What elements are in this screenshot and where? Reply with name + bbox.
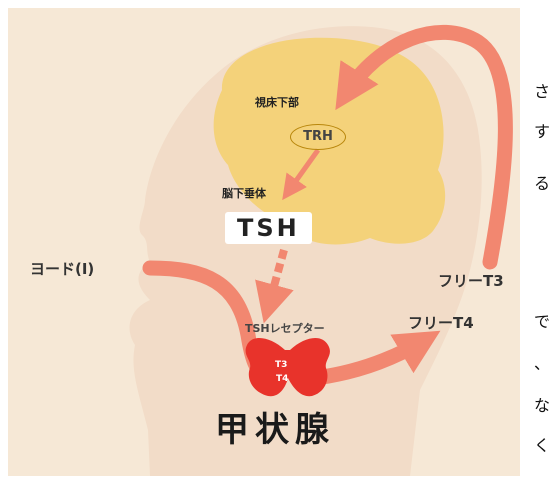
edge-text-char: す — [534, 118, 550, 142]
edge-text-char: で — [534, 308, 550, 332]
trh-label: TRH — [290, 124, 346, 150]
free-t3-label: フリーT3 — [438, 270, 504, 291]
edge-text-char: な — [534, 392, 550, 416]
iodine-label: ヨード(I) — [30, 258, 94, 279]
tsh-receptor-label: TSHレセプター — [245, 320, 325, 336]
t4-label: T4 — [276, 374, 288, 384]
thyroid-title: 甲状腺 — [215, 402, 335, 451]
free-t4-label: フリーT4 — [408, 312, 474, 333]
edge-text-char: 、 — [534, 350, 550, 374]
t3-label: T3 — [275, 360, 287, 370]
tsh-label: TSH — [225, 212, 312, 244]
pituitary-label: 脳下垂体 — [222, 185, 266, 201]
edge-text-char: く — [534, 432, 550, 456]
hypothalamus-label: 視床下部 — [255, 94, 299, 110]
edge-text-char: る — [534, 170, 550, 194]
edge-text-char: さ — [534, 78, 550, 102]
